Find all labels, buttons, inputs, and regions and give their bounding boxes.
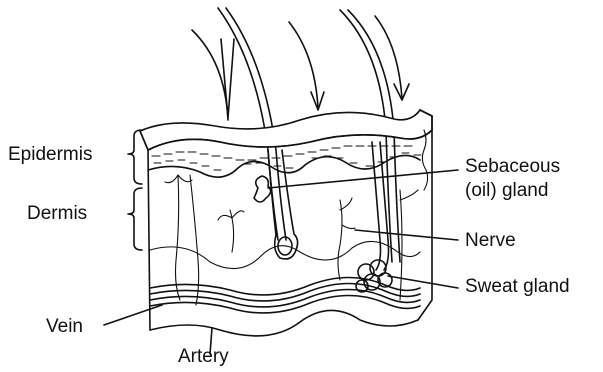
dermis-bracket	[128, 188, 142, 250]
dermis-label: Dermis	[27, 203, 87, 225]
dermis-boundaries	[150, 241, 420, 312]
sebaceous-gland	[254, 176, 271, 202]
hair-follicle	[268, 150, 298, 259]
sweat-gland-label: Sweat gland	[465, 276, 570, 298]
epidermis-label: Epidermis	[8, 144, 92, 166]
epidermis-bracket	[128, 130, 142, 184]
nerve-label: Nerve	[465, 230, 516, 252]
sebaceous-gland-label-line2: (oil) gland	[465, 180, 548, 202]
skin-surface	[140, 110, 432, 150]
artery-label: Artery	[178, 346, 229, 368]
sebaceous-gland-label-line1: Sebaceous	[465, 156, 560, 178]
vein-label: Vein	[46, 316, 83, 338]
